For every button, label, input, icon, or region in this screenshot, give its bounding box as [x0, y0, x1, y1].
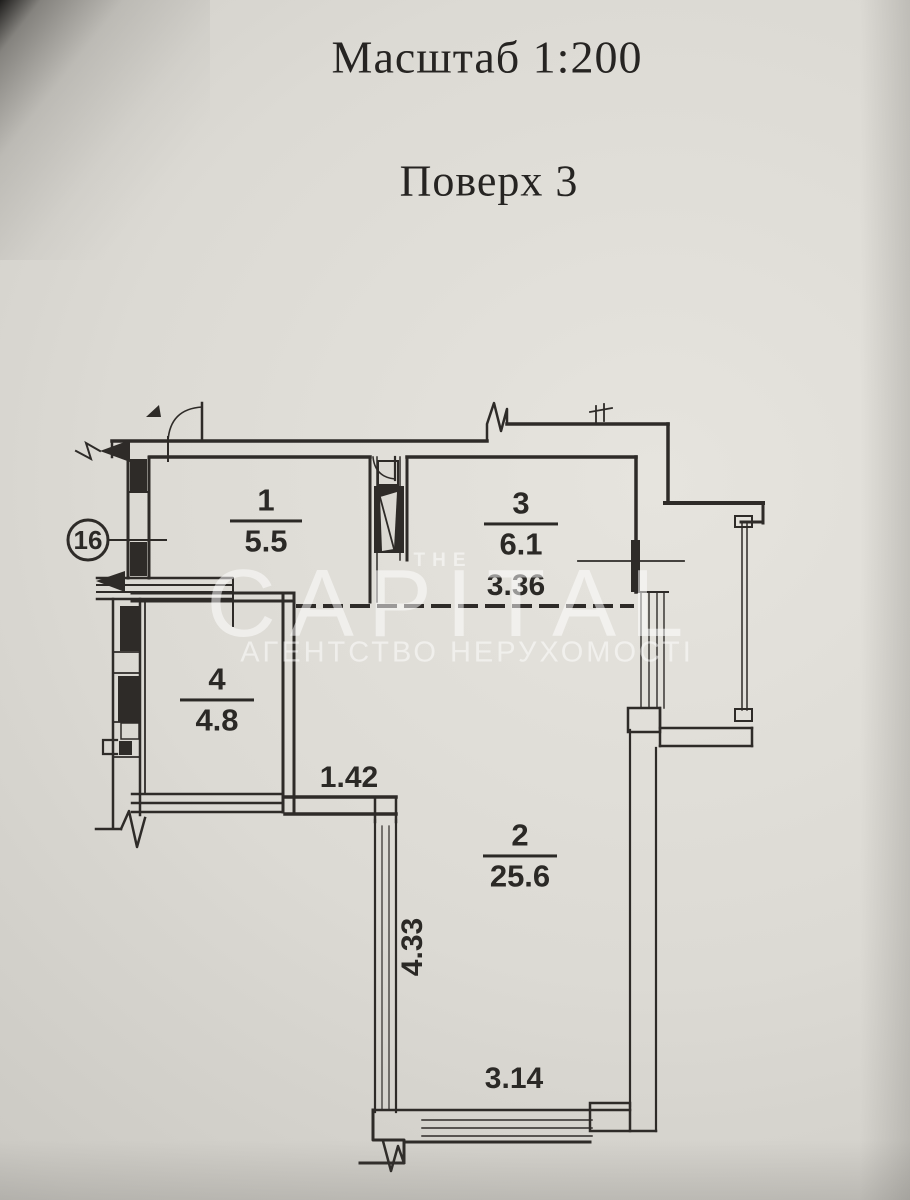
room-number: 2 — [511, 817, 529, 853]
room-label-3: 3 6.1 — [484, 487, 558, 560]
vent-shaft — [368, 455, 409, 604]
room-area: 4.8 — [195, 702, 239, 737]
fraction-bar — [483, 854, 557, 857]
room-number: 4 — [208, 661, 226, 697]
left-wall-jog — [95, 571, 234, 601]
left-wall-upper — [126, 439, 151, 580]
fraction-bar — [484, 522, 558, 525]
dimension-3-36: 3.36 — [486, 569, 546, 602]
dimension-1-42: 1.42 — [319, 761, 379, 794]
room-area: 5.5 — [244, 523, 288, 558]
room-label-2: 2 25.6 — [483, 819, 557, 892]
floor-title: Поверх 3 — [399, 156, 579, 206]
room2-left-wall — [373, 818, 398, 1114]
room-number: 1 — [257, 482, 275, 518]
axis-circle — [66, 518, 110, 562]
axis-marker-16: 16 — [68, 520, 108, 560]
passage-wall — [283, 795, 398, 824]
dimension-4-33: 4.33 — [396, 917, 429, 977]
balcony — [658, 501, 765, 748]
room-number: 3 — [512, 485, 530, 521]
room-label-4: 4 4.8 — [180, 663, 254, 736]
room2-right-wall — [628, 728, 658, 1133]
scale-title: Масштаб 1:200 — [331, 31, 643, 83]
room-label-1: 1 5.5 — [230, 484, 302, 557]
room2-bottom-wall — [358, 1101, 658, 1173]
axis-marker-label: 16 — [73, 524, 103, 555]
room4-walls — [130, 577, 296, 814]
dimension-3-14: 3.14 — [484, 1062, 544, 1095]
fraction-bar — [230, 519, 302, 522]
fraction-bar — [180, 698, 254, 701]
balcony-window-wall — [577, 422, 685, 734]
entry-door — [74, 401, 204, 462]
room-area: 25.6 — [489, 858, 551, 893]
left-wall-lower — [94, 597, 147, 849]
room-area: 6.1 — [499, 526, 543, 561]
top-wall — [110, 401, 670, 459]
